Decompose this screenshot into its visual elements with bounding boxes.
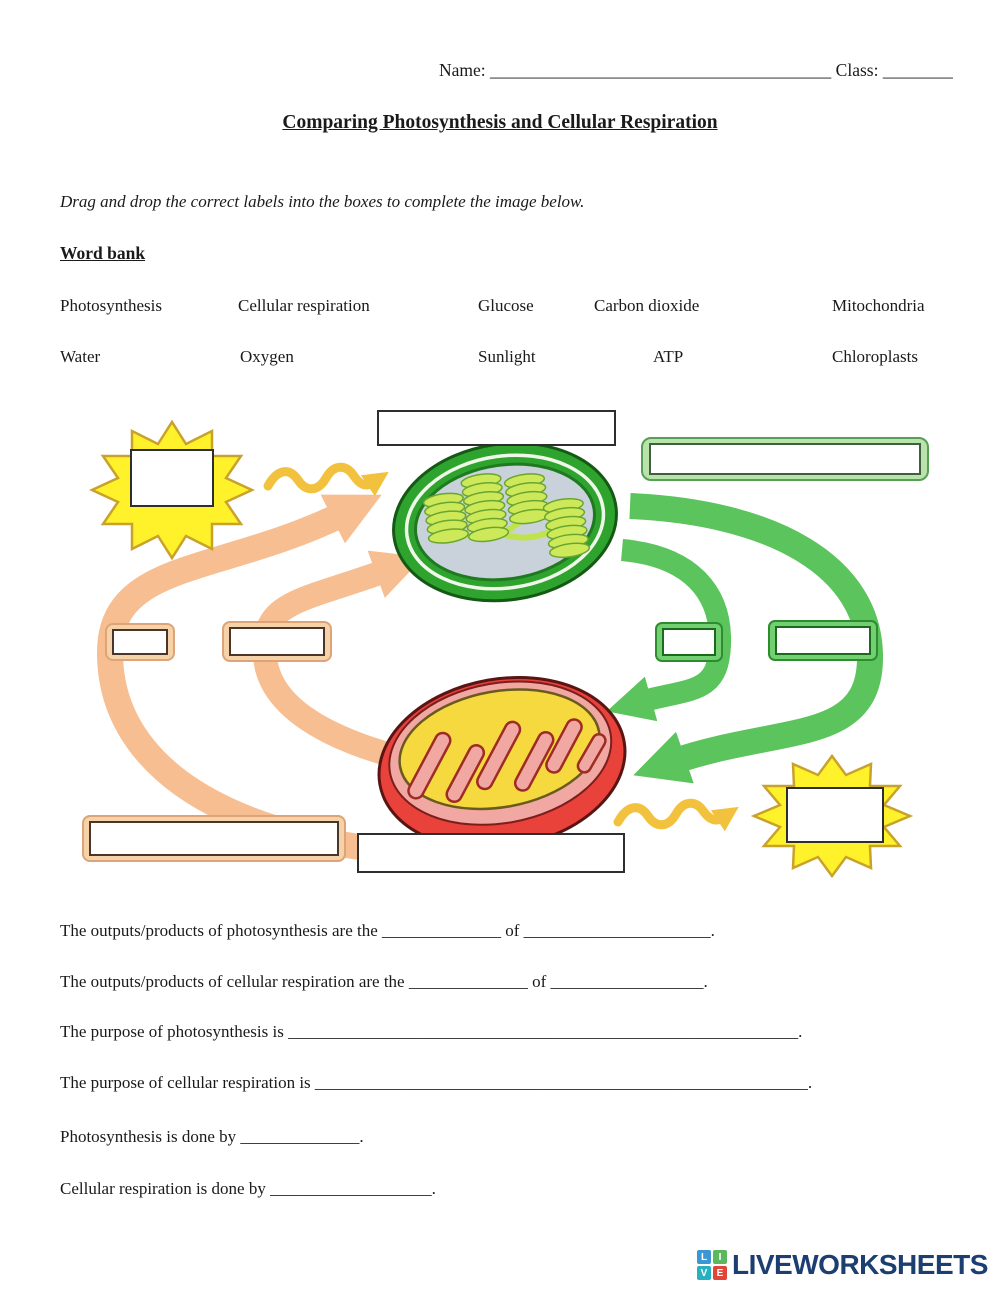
photosynthesis-respiration-cycle-diagram [89,419,914,879]
word-bank-heading: Word bank [60,243,146,263]
sentence-respiration-purpose: The purpose of cellular respiration is _… [60,1073,813,1092]
drop-box-mid-right-wide-inner [775,626,871,655]
name-class-line: Name: __________________________________… [439,60,953,81]
name-blank-line: _______________________________________ [490,60,832,80]
liveworksheets-logo-icon: L I V E [697,1250,727,1280]
word-bank-item-atp[interactable]: ATP [653,347,684,366]
drop-box-top-right-inner [649,443,921,475]
class-label: Class: [835,60,879,80]
word-bank-item-photosynthesis[interactable]: Photosynthesis [60,296,163,315]
drop-box-mid-left-wide-inner [229,627,325,656]
class-blank-line: ________ [882,60,953,80]
drop-box-sun-top-left[interactable] [130,449,214,507]
page-title: Comparing Photosynthesis and Cellular Re… [282,112,718,133]
name-label: Name: [439,60,486,80]
sentence-respiration-outputs: The outputs/products of cellular respira… [60,972,708,991]
sentence-photosynthesis-purpose: The purpose of photosynthesis is _______… [60,1022,803,1041]
drop-box-sun-bottom-right[interactable] [786,787,884,843]
word-bank-item-water[interactable]: Water [60,347,101,366]
word-bank-item-glucose[interactable]: Glucose [478,296,534,315]
drop-box-bottom-left-inner [89,821,339,856]
drop-box-mid-right-small[interactable] [655,622,723,662]
drop-box-below-mitochondria[interactable] [357,833,625,873]
drop-box-mid-right-small-inner [662,628,716,656]
drop-box-top-right[interactable] [641,437,929,481]
instruction-text: Drag and drop the correct labels into th… [60,192,585,211]
energy-wavy-arrows [263,462,739,832]
word-bank-item-sunlight[interactable]: Sunlight [478,347,536,366]
sentence-photosynthesis-outputs: The outputs/products of photosynthesis a… [60,921,715,940]
sentence-respiration-done-by: Cellular respiration is done by ________… [60,1179,436,1198]
drop-box-above-chloroplast[interactable] [377,410,616,446]
word-bank-item-chloroplasts[interactable]: Chloroplasts [832,347,918,366]
liveworksheets-logo-text: LIVEWORKSHEETS [732,1249,988,1280]
logo-letter-v: V [697,1266,711,1280]
logo-letter-l: L [697,1250,711,1264]
logo-letter-i: I [713,1250,727,1264]
word-bank-item-carbon-dioxide[interactable]: Carbon dioxide [594,296,700,315]
drop-box-mid-left-small-inner [112,629,168,655]
word-bank-item-mitochondria[interactable]: Mitochondria [832,296,925,315]
drop-box-mid-left-wide[interactable] [222,621,332,662]
drop-box-mid-right-wide[interactable] [768,620,878,661]
mitochondria-illustration [377,676,627,850]
liveworksheets-logo[interactable]: L I V E LIVEWORKSHEETS [697,1249,988,1281]
word-bank-item-cellular-respiration[interactable]: Cellular respiration [238,296,370,315]
drop-box-mid-left-small[interactable] [105,623,175,661]
chloroplast-illustration [392,441,618,603]
drop-box-bottom-left[interactable] [82,815,346,862]
logo-letter-e: E [713,1266,727,1280]
sentence-photosynthesis-done-by: Photosynthesis is done by ______________… [60,1127,364,1146]
word-bank-item-oxygen[interactable]: Oxygen [240,347,294,366]
